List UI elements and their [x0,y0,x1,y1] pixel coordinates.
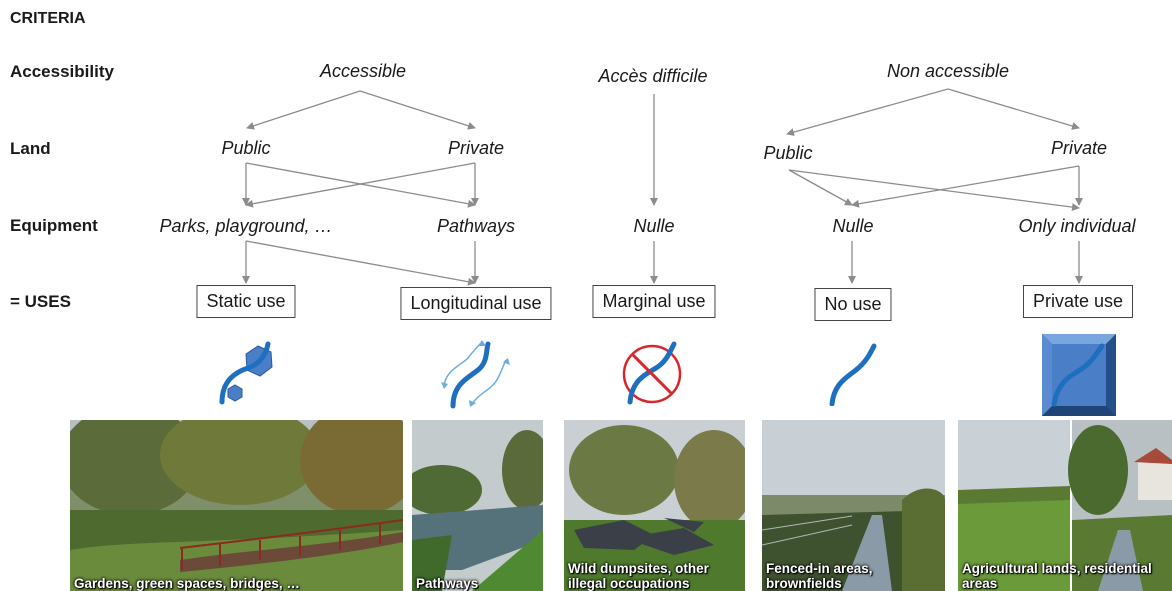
arrow-nonaccess-public [786,88,949,136]
photo-agricultural: Agricultural lands, residential areas [958,420,1172,591]
equipment-row-label: Equipment [10,216,98,235]
node-parks-playground: Parks, playground, … [159,216,333,236]
photo-caption-dumpsites: Wild dumpsites, other illegal occupation… [568,561,709,591]
marginal-use-icon [622,341,682,405]
photo-caption-agricultural: Agricultural lands, residential areas [962,561,1152,591]
arrow-private-nulle [851,165,1080,208]
node-accessible: Accessible [319,61,407,81]
arrow-parks-longitudinal [245,240,476,286]
no-use-icon [829,343,877,406]
arrow-public-individual [788,169,1080,212]
photo-caption-pathways: Pathways [416,576,479,591]
flow-arrows [242,88,1083,286]
criteria-header: CRITERIA [10,10,86,27]
use-box-static: Static use [196,285,296,318]
photo-pathways: Pathways [412,420,543,591]
arrow-accessible-public [246,90,361,130]
node-nulle-2: Nulle [832,216,874,236]
node-private-2: Private [1050,138,1108,158]
use-box-private: Private use [1022,285,1134,318]
node-only-individual: Only individual [1018,216,1136,236]
static-use-icon [219,341,273,405]
use-box-marginal: Marginal use [592,285,716,318]
photo-caption-fenced: Fenced-in areas, brownfields [766,561,873,591]
node-private-1: Private [447,138,505,158]
private-use-icon [1042,334,1116,416]
node-pathways: Pathways [436,216,516,236]
land-row-label: Land [10,139,51,158]
arrow-public-nulle [788,169,853,206]
node-public-2: Public [763,143,813,163]
photo-gardens: Gardens, green spaces, bridges, … [70,420,403,591]
use-box-longitudinal: Longitudinal use [400,287,552,320]
longitudinal-use-icon [441,340,510,409]
photo-fenced: Fenced-in areas, brownfields [762,420,945,591]
uses-row-label: = USES [10,292,71,311]
node-public-1: Public [221,138,271,158]
accessibility-row-label: Accessibility [10,62,114,81]
arrow-accessible-private [359,90,476,130]
photo-dumpsites: Wild dumpsites, other illegal occupation… [564,420,745,591]
arrow-private-parks [245,162,476,208]
photo-caption-gardens: Gardens, green spaces, bridges, … [74,576,300,591]
node-acces-difficile: Accès difficile [598,66,708,86]
arrow-nonaccess-private [947,88,1080,130]
use-box-no-use: No use [814,288,892,321]
node-non-accessible: Non accessible [886,61,1010,81]
node-nulle-1: Nulle [633,216,675,236]
